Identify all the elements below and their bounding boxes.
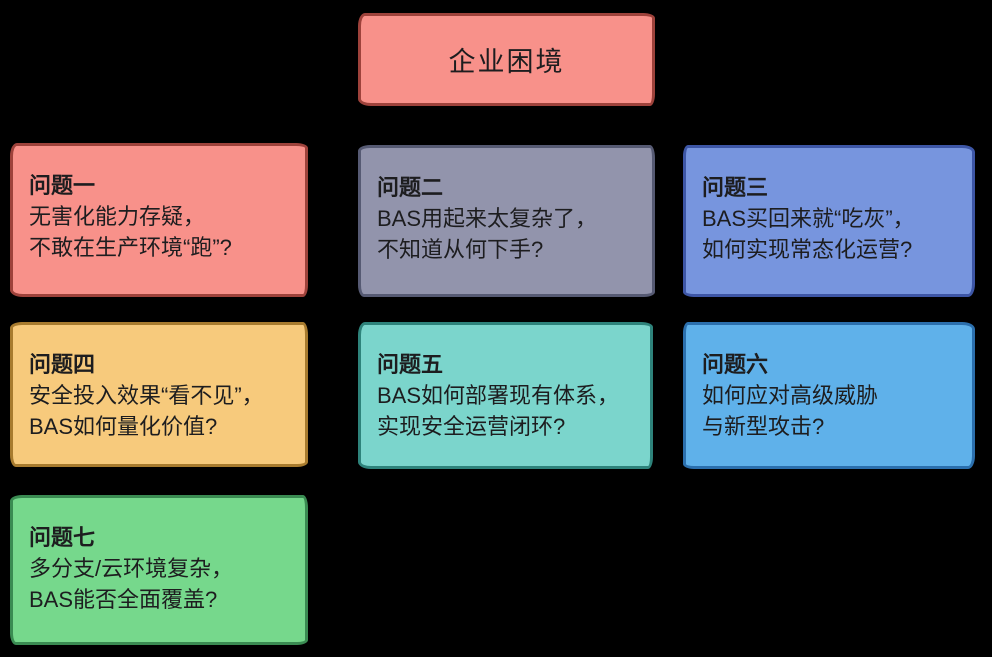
problem-box-3: 问题三 BAS买回来就“吃灰”， 如何实现常态化运营? <box>683 145 975 297</box>
problem-1-line-1: 无害化能力存疑， <box>29 204 206 229</box>
title-box: 企业困境 <box>358 13 655 106</box>
problem-7-line-1: 多分支/云环境复杂， <box>29 556 234 581</box>
problem-box-2: 问题二 BAS用起来太复杂了， 不知道从何下手? <box>358 145 655 297</box>
problem-box-7: 问题七 多分支/云环境复杂， BAS能否全面覆盖? <box>10 495 308 645</box>
problem-box-1: 问题一 无害化能力存疑， 不敢在生产环境“跑”? <box>10 143 308 297</box>
problem-6-line-1: 如何应对高级威胁 <box>702 383 879 408</box>
problem-7-line-2: BAS能否全面覆盖? <box>29 587 218 612</box>
problem-box-5: 问题五 BAS如何部署现有体系， 实现安全运营闭环? <box>358 322 653 469</box>
problem-7-title: 问题七 <box>29 525 96 550</box>
problem-box-4: 问题四 安全投入效果“看不见”， BAS如何量化价值? <box>10 322 308 467</box>
problem-4-line-1: 安全投入效果“看不见”， <box>29 383 264 408</box>
problem-2-title: 问题二 <box>377 175 444 200</box>
problem-2-line-2: 不知道从何下手? <box>377 237 544 262</box>
problem-2-line-1: BAS用起来太复杂了， <box>377 206 598 231</box>
problem-3-line-2: 如何实现常态化运营? <box>702 237 913 262</box>
problem-6-line-2: 与新型攻击? <box>702 414 825 439</box>
problem-3-line-1: BAS买回来就“吃灰”， <box>702 206 915 231</box>
problem-5-line-1: BAS如何部署现有体系， <box>377 383 620 408</box>
problem-3-title: 问题三 <box>702 175 769 200</box>
problem-1-title: 问题一 <box>29 173 96 198</box>
problem-6-title: 问题六 <box>702 352 769 377</box>
problem-4-line-2: BAS如何量化价值? <box>29 414 218 439</box>
problem-box-6: 问题六 如何应对高级威胁 与新型攻击? <box>683 322 975 469</box>
problem-4-title: 问题四 <box>29 352 96 377</box>
problem-1-line-2: 不敢在生产环境“跑”? <box>29 235 232 260</box>
problem-5-title: 问题五 <box>377 352 444 377</box>
problem-5-line-2: 实现安全运营闭环? <box>377 414 566 439</box>
diagram-title: 企业困境 <box>448 47 565 77</box>
